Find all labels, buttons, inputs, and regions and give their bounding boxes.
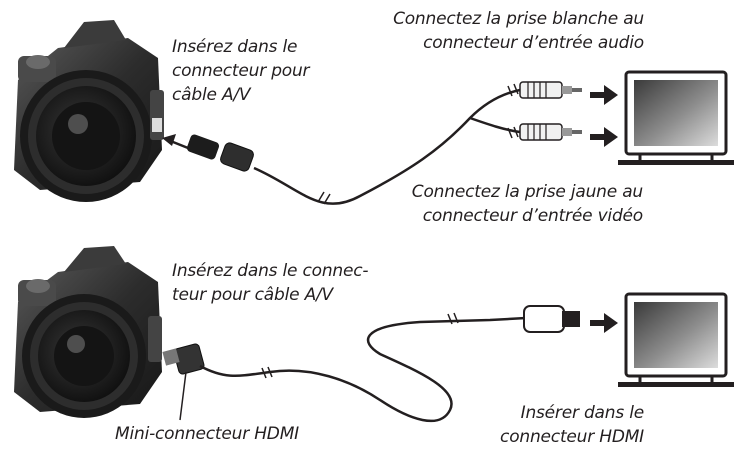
tv-hdmi-label-line: connecteur HDMI <box>500 427 644 447</box>
camera-icon <box>14 20 164 202</box>
camera-av-label-bottom: Insérez dans le connec- teur pour câble … <box>172 259 369 307</box>
audio-connector-label: Connectez la prise blanche au connecteur… <box>393 7 644 55</box>
camera-av-label-line: connecteur pour <box>172 61 310 81</box>
mini-hdmi-plug <box>162 343 205 375</box>
tv-hdmi-label: Insérer dans le connecteur HDMI <box>500 401 644 449</box>
camera-av-label-bottom-line: teur pour câble A/V <box>172 285 333 305</box>
television-icon <box>618 70 734 165</box>
camera-av-label-bottom-line: Insérez dans le connec- <box>172 261 369 281</box>
right-arrow-icon <box>590 313 618 333</box>
tv-hdmi-label-line: Insérer dans le <box>520 403 645 423</box>
video-label-line: connecteur d’entrée vidéo <box>422 206 643 226</box>
television-icon <box>618 292 734 387</box>
mini-hdmi-label: Mini-connecteur HDMI <box>115 424 299 444</box>
white-rca-plug <box>519 81 582 99</box>
video-connector-label: Connectez la prise jaune au connecteur d… <box>412 180 643 228</box>
video-label-line: Connectez la prise jaune au <box>411 182 643 202</box>
audio-label-line: Connectez la prise blanche au <box>393 9 644 29</box>
camera-av-label: Insérez dans le connecteur pour câble A/… <box>172 35 310 107</box>
camera-av-label-line: câble A/V <box>172 85 251 105</box>
camera-icon <box>14 246 162 418</box>
audio-label-line: connecteur d’entrée audio <box>423 33 644 53</box>
right-arrow-icon <box>590 127 618 147</box>
yellow-rca-plug <box>519 123 582 141</box>
hdmi-plug <box>523 305 580 333</box>
right-arrow-icon <box>590 85 618 105</box>
camera-av-label-line: Insérez dans le <box>172 37 298 57</box>
